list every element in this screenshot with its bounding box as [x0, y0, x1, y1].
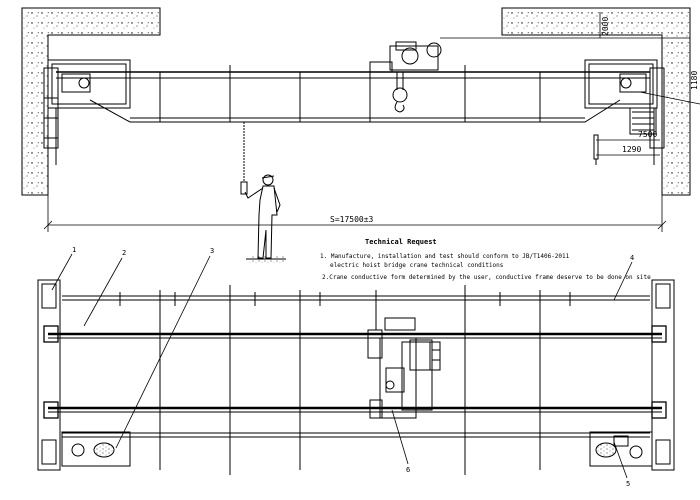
- technical-note-2: 2.Crane conductive form determined by th…: [322, 274, 651, 281]
- dimension-lines: [43, 12, 700, 232]
- plan-stiffeners: [119, 285, 571, 475]
- dim-top-right-vertical: 2000: [601, 17, 610, 36]
- end-carriage-right: [584, 59, 665, 165]
- technical-request-title: Technical Request: [365, 238, 437, 246]
- dim-end-offset: 1290: [622, 145, 641, 154]
- technical-note-1-line-2: electric hoist bridge crane technical co…: [330, 262, 504, 269]
- electric-hoist-plan: [367, 290, 441, 419]
- building-wall-right: [501, 7, 691, 196]
- end-carriage-left: [43, 59, 131, 165]
- building-wall-left: [21, 7, 161, 196]
- plan-girders: [48, 295, 662, 438]
- callout-1: 1: [72, 246, 76, 254]
- callout-5: 5: [626, 480, 630, 488]
- electric-hoist-elevation: [369, 41, 442, 113]
- plan-end-beam-right: [589, 279, 675, 471]
- callout-leaders: [51, 253, 633, 479]
- elevation-view: [21, 7, 700, 263]
- callout-4: 4: [630, 254, 634, 262]
- plan-end-beam-left: [37, 279, 131, 471]
- dim-hook-height: 7500: [638, 130, 657, 139]
- plan-view: [37, 279, 675, 475]
- callout-6: 6: [406, 466, 410, 474]
- dim-far-right-vertical: 1180: [690, 71, 699, 90]
- operator-figure: [244, 174, 286, 263]
- pendant-control: [240, 122, 248, 195]
- technical-note-1-line-1: 1. Manufacture, installation and test sh…: [320, 253, 570, 260]
- callout-2: 2: [122, 249, 126, 257]
- technical-request: Technical Request 1. Manufacture, instal…: [320, 238, 651, 281]
- callout-3: 3: [210, 247, 214, 255]
- main-girder-elevation: [56, 65, 650, 123]
- dim-span: S=17500±3: [330, 215, 374, 224]
